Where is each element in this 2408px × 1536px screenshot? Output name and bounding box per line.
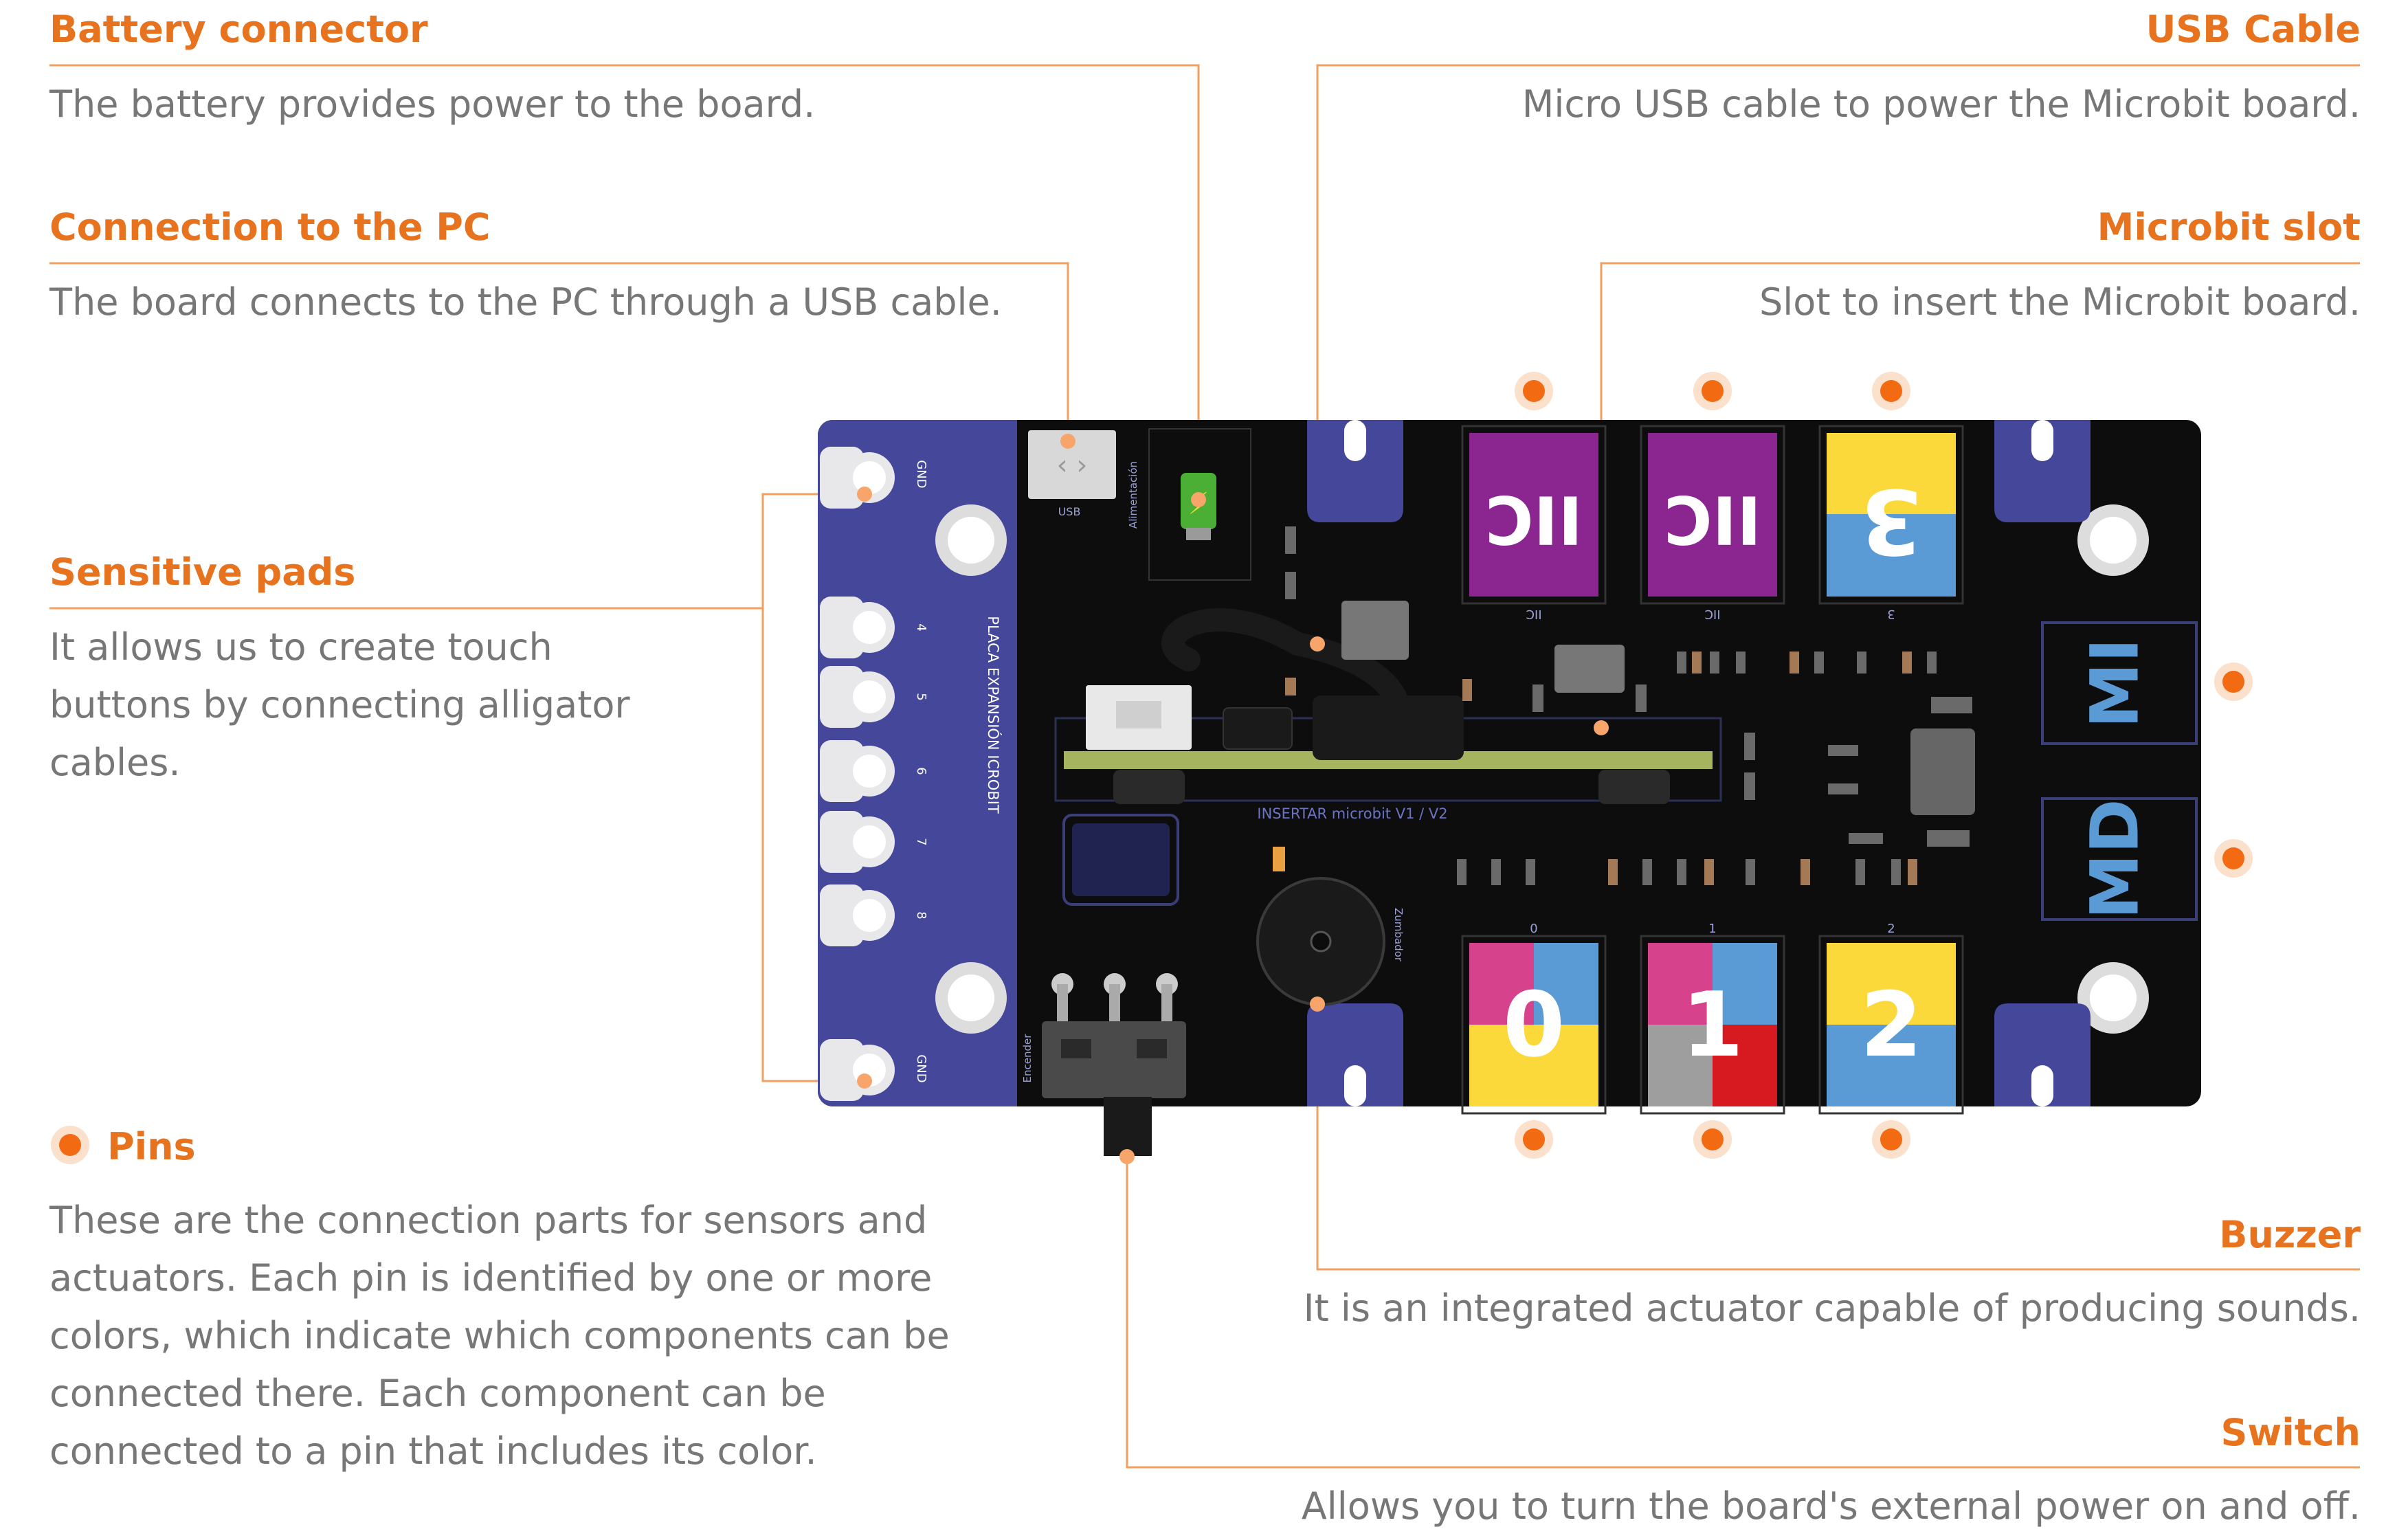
pads-leader-line bbox=[49, 493, 865, 1082]
pad-label: GND bbox=[914, 1054, 928, 1082]
board-side-label: PLACA EXPANSIÓN ICROBIT bbox=[985, 616, 1002, 814]
switch-leader-line bbox=[1126, 1157, 2360, 1469]
pad-5 bbox=[820, 666, 895, 728]
bottom-ports: 0 0 1 1 2 2 bbox=[1461, 922, 1964, 1115]
port-iic-2: IIC IIC bbox=[1640, 425, 1785, 621]
pad-6 bbox=[820, 740, 895, 802]
pad-label: GND bbox=[914, 460, 928, 488]
pad-label: 5 bbox=[914, 693, 928, 700]
svg-text:MD: MD bbox=[2076, 799, 2153, 919]
pin-dot-icon bbox=[2214, 663, 2253, 701]
pin-dot-icon bbox=[1872, 372, 1910, 410]
port-3: 3 3 bbox=[1818, 425, 1964, 621]
svg-text:0: 0 bbox=[1503, 972, 1565, 1077]
port-label: 0 bbox=[1530, 922, 1537, 936]
buzzer-title: Buzzer bbox=[2219, 1213, 2361, 1256]
svg-text:IIC: IIC bbox=[1664, 481, 1761, 558]
pin-dot-icon bbox=[1693, 1120, 1732, 1159]
pad-label: 7 bbox=[914, 838, 928, 845]
pins-title: Pins bbox=[107, 1125, 196, 1168]
port-label: IIC bbox=[1526, 607, 1541, 621]
microbit-slot-title: Microbit slot bbox=[2097, 205, 2361, 249]
top-ports: IIC IIC IIC IIC 3 3 bbox=[1461, 425, 1964, 621]
svg-text:MI: MI bbox=[2076, 638, 2153, 728]
pins-legend-dot-icon bbox=[51, 1126, 89, 1164]
pin-dot-icon bbox=[1515, 372, 1553, 410]
pin-dot-icon bbox=[2214, 839, 2253, 878]
usb-connector bbox=[1028, 430, 1116, 499]
pc-connection-title: Connection to the PC bbox=[49, 205, 491, 249]
switch-label: Encender bbox=[1021, 1034, 1034, 1083]
battery-connector-title: Battery connector bbox=[49, 8, 428, 51]
sensitive-pads-description: It allows us to create touch buttons by … bbox=[49, 625, 630, 784]
pad-label: 8 bbox=[914, 911, 928, 919]
port-label: IIC bbox=[1704, 607, 1720, 621]
port-0: 0 0 bbox=[1461, 922, 1607, 1115]
battery-socket-outline bbox=[1148, 428, 1251, 581]
motor-ports: MI MD bbox=[2041, 621, 2198, 921]
usb-cable-title: USB Cable bbox=[2145, 8, 2361, 51]
battery-leader-line bbox=[49, 64, 1200, 500]
microbit-slot-description: Slot to insert the Microbit board. bbox=[1759, 280, 2361, 324]
switch-lever bbox=[1104, 1097, 1152, 1156]
battery-connector-description: The battery provides power to the board. bbox=[49, 82, 816, 126]
buzzer-label: Zumbador bbox=[1392, 908, 1405, 962]
pad-7 bbox=[820, 811, 895, 873]
smd-components bbox=[1285, 526, 1972, 885]
leader-endpoints bbox=[857, 434, 1609, 1164]
port-label: 1 bbox=[1708, 922, 1716, 936]
port-label: 3 bbox=[1887, 607, 1895, 621]
mounting-tabs bbox=[1307, 420, 2091, 1106]
pc-leader-line bbox=[49, 262, 1069, 441]
port-1: 1 1 bbox=[1640, 922, 1785, 1115]
power-label: Alimentación bbox=[1127, 461, 1139, 528]
pad-8 bbox=[820, 884, 895, 946]
pad-labels: GND 4 5 6 7 8 GND bbox=[914, 460, 928, 1082]
sensitive-pads-title: Sensitive pads bbox=[49, 550, 356, 594]
motor-port-md bbox=[2041, 797, 2198, 921]
pins-description: These are the connection parts for senso… bbox=[49, 1199, 950, 1473]
pin-dot-icon bbox=[1872, 1120, 1910, 1159]
pad-4 bbox=[820, 597, 895, 658]
motor-port-mi bbox=[2041, 621, 2198, 745]
pc-connection-description: The board connects to the PC through a U… bbox=[49, 280, 1002, 324]
port-label: 2 bbox=[1887, 922, 1895, 936]
svg-text:1: 1 bbox=[1682, 972, 1743, 1077]
pin-dot-icon bbox=[1515, 1120, 1553, 1159]
pad-label: 4 bbox=[914, 623, 928, 631]
switch-description: Allows you to turn the board's external … bbox=[1301, 1484, 2361, 1528]
buzzer-description: It is an integrated actuator capable of … bbox=[1303, 1287, 2361, 1330]
pad-label: 6 bbox=[914, 767, 928, 775]
usb-chevrons-icon: ‹ › bbox=[1057, 449, 1088, 481]
usb-label: USB bbox=[1058, 505, 1081, 518]
mounting-holes bbox=[935, 504, 2149, 1034]
microbit-logo-pad bbox=[1062, 814, 1179, 906]
pin-indicator-dots bbox=[1515, 372, 2253, 1159]
slot-label: INSERTAR microbit V1 / V2 bbox=[1257, 805, 1447, 822]
port-2: 2 2 bbox=[1818, 922, 1964, 1115]
pad-gnd-top bbox=[820, 447, 895, 509]
svg-text:3: 3 bbox=[1860, 469, 1922, 573]
svg-text:IIC: IIC bbox=[1485, 481, 1583, 558]
port-iic-1: IIC IIC bbox=[1461, 425, 1607, 621]
usb-cable-description: Micro USB cable to power the Microbit bo… bbox=[1521, 82, 2361, 126]
switch-title: Switch bbox=[2220, 1411, 2361, 1454]
pin-dot-icon bbox=[1693, 372, 1732, 410]
power-switch bbox=[1042, 973, 1186, 1156]
svg-text:2: 2 bbox=[1860, 972, 1922, 1077]
